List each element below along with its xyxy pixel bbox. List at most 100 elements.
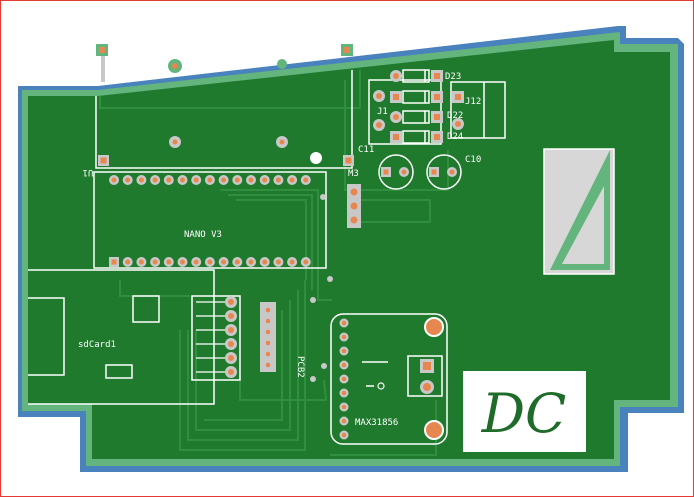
pin-copper <box>265 340 271 346</box>
u1-mount-hole-copper <box>279 139 285 145</box>
label-j1: J1 <box>377 107 388 117</box>
pin-copper <box>341 404 347 410</box>
sdcard-header-outline <box>191 295 241 381</box>
header-pin <box>101 56 105 82</box>
d22-body-top <box>402 90 430 104</box>
vias <box>310 194 333 382</box>
pin-copper <box>234 259 240 265</box>
pin-copper <box>265 362 271 368</box>
max31856-module <box>330 313 448 445</box>
label-d23: D23 <box>445 72 461 82</box>
c10-pad-copper <box>449 169 455 175</box>
via <box>310 297 316 303</box>
c10-outline <box>426 154 462 190</box>
pin-copper <box>207 177 213 183</box>
max-terminal-block <box>407 355 443 397</box>
pin-copper <box>303 177 309 183</box>
sdcard-slot <box>28 297 65 376</box>
m3-pin <box>350 216 358 224</box>
pin-copper <box>341 376 347 382</box>
max-mount-hole <box>424 317 444 337</box>
pin-copper <box>341 432 347 438</box>
cutout-hole <box>562 186 604 264</box>
pin-copper <box>341 390 347 396</box>
label-m3: M3 <box>348 169 359 179</box>
pin-copper <box>265 329 271 335</box>
u1-pad-copper <box>100 157 107 164</box>
logo-box <box>463 371 586 452</box>
via <box>320 194 326 200</box>
sdcard-ic <box>132 295 160 323</box>
pin-copper <box>193 259 199 265</box>
pad-copper <box>393 73 399 79</box>
pin-copper <box>180 177 185 183</box>
pad-copper <box>434 73 440 79</box>
c11-pad-copper <box>401 169 407 175</box>
header-pad-copper <box>99 47 105 53</box>
c11-outline <box>378 154 414 190</box>
pin-copper <box>193 177 199 183</box>
label-d24: D24 <box>447 132 463 142</box>
c11-pad-copper <box>383 169 389 175</box>
pin-copper <box>166 259 172 265</box>
pin-copper <box>275 177 281 183</box>
j12-outline <box>450 81 506 139</box>
header-pad-copper <box>344 47 350 53</box>
sdcard-part <box>105 364 133 379</box>
nano-module <box>93 171 327 269</box>
label-d22: D22 <box>447 111 463 121</box>
label-c10: C10 <box>465 155 481 165</box>
label-pcb2: PCB2 <box>295 356 305 378</box>
pin-copper <box>234 177 240 183</box>
pad-copper <box>434 94 440 100</box>
pin-copper <box>262 259 268 265</box>
sdcard-outline <box>28 269 215 405</box>
label-u1: U1 <box>83 167 94 177</box>
pad-copper <box>376 93 382 99</box>
pad-copper <box>455 121 461 127</box>
pin-copper <box>248 177 254 183</box>
label-sdcard: sdCard1 <box>78 340 116 350</box>
pin-copper <box>228 313 234 319</box>
pin-copper <box>138 259 144 265</box>
label-nano: NANO V3 <box>184 230 222 240</box>
u1-pad-copper <box>345 157 352 164</box>
d22-body <box>402 110 430 124</box>
m3-pin <box>350 188 358 196</box>
pin-copper <box>228 299 234 305</box>
triangle-cutout <box>543 148 615 275</box>
pin-copper <box>262 177 268 183</box>
pin-copper <box>166 177 172 183</box>
pin-copper <box>138 177 144 183</box>
pad-copper <box>393 114 399 120</box>
logo-text: DC <box>481 382 567 445</box>
pin-copper <box>180 259 185 265</box>
d24-body <box>402 130 430 144</box>
pin-copper <box>341 418 347 424</box>
logo: DC <box>463 371 586 452</box>
via <box>310 376 316 382</box>
nano-outline <box>93 171 327 269</box>
pad-copper <box>434 114 440 120</box>
pin-copper <box>341 362 347 368</box>
capacitors <box>378 154 462 190</box>
pcb2-header <box>260 302 276 372</box>
via <box>327 276 333 282</box>
pcb2-pins <box>263 305 273 370</box>
max-pins <box>339 318 349 440</box>
mount-pad-copper <box>172 63 178 69</box>
max-silk-dot <box>377 382 385 390</box>
m3-pin <box>350 202 358 210</box>
pin-copper <box>265 318 271 324</box>
pin-copper <box>303 259 309 265</box>
pin-copper <box>152 259 158 265</box>
top-header-pins <box>96 44 353 82</box>
power-section-pads <box>373 70 464 143</box>
m3-header <box>347 184 361 228</box>
pin-copper <box>341 334 347 340</box>
sdcard-header-pins <box>196 296 237 378</box>
pin-copper <box>111 177 117 183</box>
nano-bottom-pin-row <box>109 257 311 267</box>
label-c11: C11 <box>358 145 374 155</box>
